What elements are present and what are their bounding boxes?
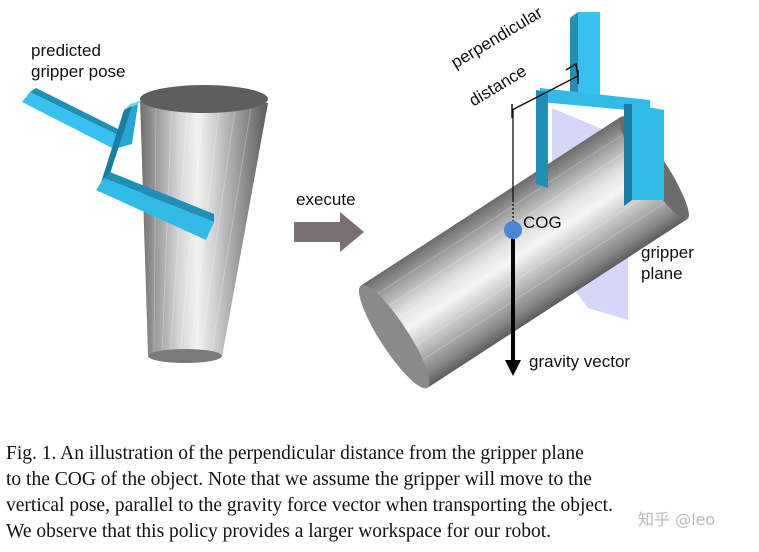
predicted-gripper [22,88,214,240]
predicted-gripper-pose-label: predicted gripper pose [31,41,126,81]
watermark: 知乎 @leo [638,510,716,529]
figure-caption: Fig. 1. An illustration of the perpendic… [6,441,756,545]
caption-line: to the COG of the object. Note that we a… [6,469,592,490]
caption-line: vertical pose, parallel to the gravity f… [6,495,613,516]
perpendicular-distance-marker [511,62,579,118]
execute-arrow [294,212,364,252]
cog-label: COG [523,213,562,232]
gripper-plane-label: gripper plane [641,243,694,283]
caption-line: We observe that this policy provides a l… [6,521,551,542]
execute-label: execute [296,190,356,209]
caption-line: Fig. 1. An illustration of the perpendic… [6,443,584,464]
gravity-vector-label: gravity vector [529,352,631,371]
vertical-gripper [536,12,664,206]
cog-dot [504,221,522,239]
figure: predicted gripper pose execute perpendic… [22,3,694,389]
cylinder-top-face [140,85,268,113]
gravity-vector-arrow [505,232,521,376]
figure-illustration [22,12,689,389]
